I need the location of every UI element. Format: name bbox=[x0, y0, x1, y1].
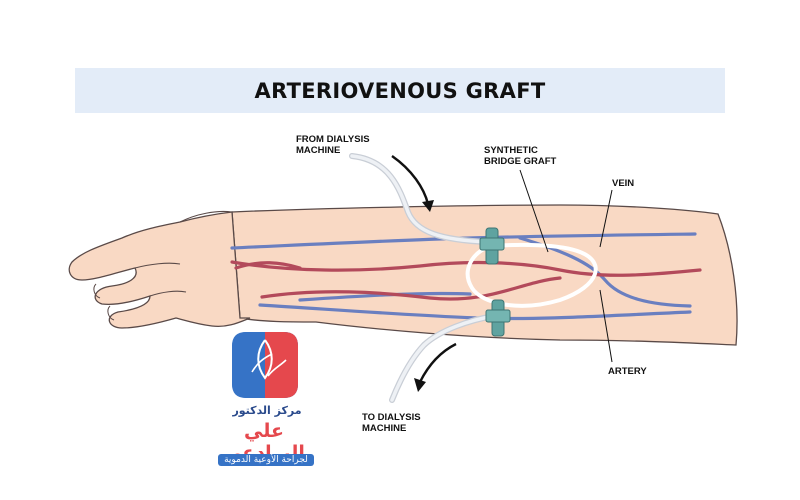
label-from-dialysis: FROM DIALYSIS MACHINE bbox=[296, 134, 370, 156]
finger-crease-2 bbox=[149, 290, 187, 297]
logo-line3: لجراحة الأوعية الدموية bbox=[218, 454, 314, 466]
needle-clamp-lower bbox=[485, 299, 511, 337]
logo-line1: مركز الدكتور bbox=[232, 404, 302, 417]
hand-skin bbox=[68, 211, 251, 329]
fingernail-2 bbox=[107, 305, 115, 321]
arteries bbox=[230, 260, 702, 301]
title-bar: ARTERIOVENOUS GRAFT bbox=[75, 68, 725, 113]
label-vein: VEIN bbox=[612, 178, 635, 189]
leader-synthetic-graft bbox=[519, 169, 549, 253]
page-title: ARTERIOVENOUS GRAFT bbox=[254, 78, 546, 103]
leader-lines bbox=[519, 169, 613, 363]
vein-branch bbox=[518, 236, 692, 308]
leader-artery bbox=[599, 289, 613, 363]
artery-lower bbox=[260, 276, 562, 301]
tube-out-inner bbox=[390, 314, 496, 402]
arrow-down-icon bbox=[391, 155, 434, 212]
label-to-dialysis: TO DIALYSIS MACHINE bbox=[362, 412, 421, 434]
arrow-up-icon bbox=[414, 342, 457, 392]
clinic-logo-icon bbox=[232, 332, 298, 398]
graft-loop bbox=[465, 242, 598, 308]
dialysis-tubes bbox=[349, 153, 497, 403]
finger-crease-1 bbox=[134, 262, 181, 269]
tube-in-inner bbox=[350, 154, 490, 244]
leader-vein bbox=[599, 189, 613, 248]
label-synthetic-graft: SYNTHETIC BRIDGE GRAFT bbox=[484, 145, 557, 167]
fingernail-1 bbox=[93, 283, 101, 299]
thumb bbox=[179, 210, 233, 223]
artery-upper bbox=[230, 260, 702, 277]
artery-cross bbox=[234, 261, 302, 270]
label-artery: ARTERY bbox=[608, 366, 647, 377]
synthetic-graft bbox=[465, 242, 598, 308]
needle-clamp-upper bbox=[479, 227, 505, 265]
